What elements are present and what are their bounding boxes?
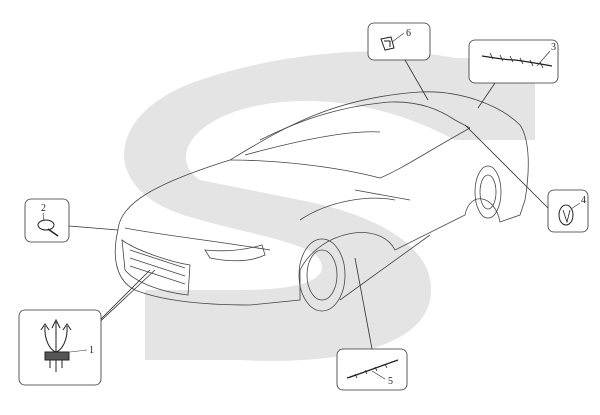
car-outline — [114, 91, 529, 312]
callout-4[interactable]: 4 — [547, 189, 589, 233]
trident-emblem-icon — [40, 318, 72, 372]
side-script-icon — [346, 359, 399, 379]
callout-number: 5 — [388, 376, 393, 387]
callout-number: 3 — [551, 42, 556, 53]
callout-number: 1 — [89, 345, 94, 356]
callout-1[interactable]: 1 — [18, 309, 102, 386]
callout-number: 6 — [406, 28, 411, 39]
clip-icon — [380, 36, 395, 51]
callout-number: 4 — [581, 195, 586, 206]
callout-6[interactable]: 6 — [367, 22, 431, 61]
callout-3[interactable]: 3 — [468, 39, 559, 84]
background-logo-shape — [124, 51, 535, 361]
front-badge-icon — [37, 219, 55, 231]
callout-5[interactable]: 5 — [336, 348, 408, 391]
callout-number: 2 — [41, 203, 46, 214]
callout-2[interactable]: 2 — [24, 198, 70, 243]
rear-badge-icon — [558, 204, 574, 226]
